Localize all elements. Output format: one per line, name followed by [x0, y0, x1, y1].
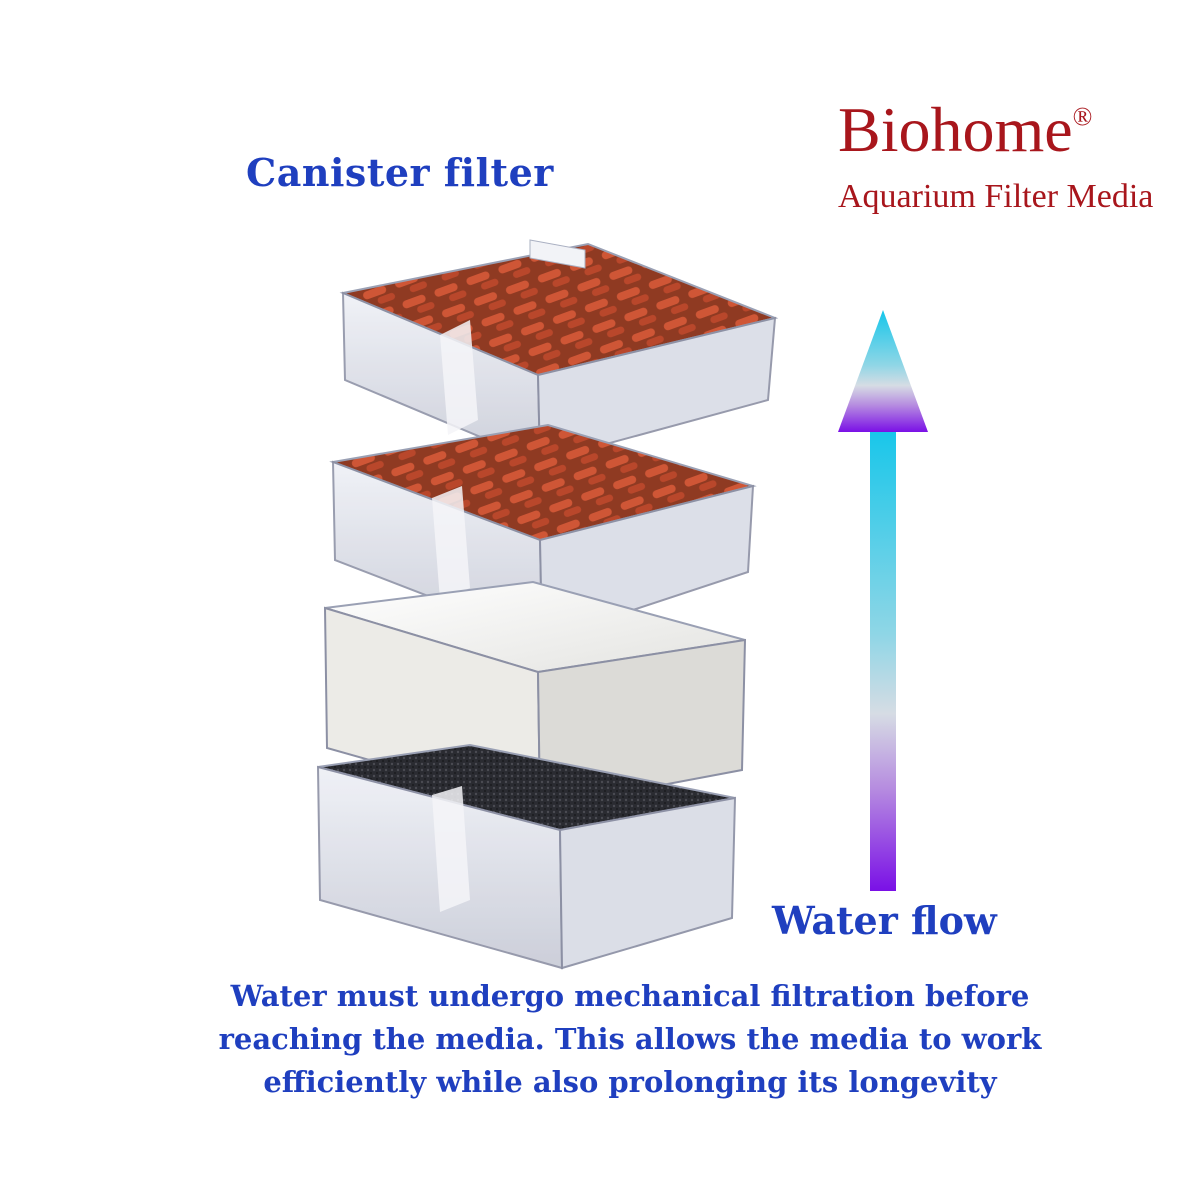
caption-line-3: efficiently while also prolonging its lo…	[263, 1065, 997, 1099]
caption-line-1: Water must undergo mechanical filtration…	[230, 979, 1030, 1013]
water-flow-arrow	[838, 310, 928, 891]
brand-logo: Biohome®	[838, 98, 1092, 162]
caption: Water must undergo mechanical filtration…	[150, 975, 1110, 1104]
brand-name: Biohome	[838, 94, 1073, 165]
caption-line-2: reaching the media. This allows the medi…	[218, 1022, 1042, 1056]
registered-mark: ®	[1072, 102, 1093, 131]
canister-filter-label: Canister filter	[246, 150, 554, 195]
brand-tagline: Aquarium Filter Media	[838, 178, 1154, 215]
biomedia-tray-top	[339, 239, 779, 464]
carbon-tray	[316, 743, 737, 970]
water-flow-label: Water flow	[772, 898, 997, 943]
